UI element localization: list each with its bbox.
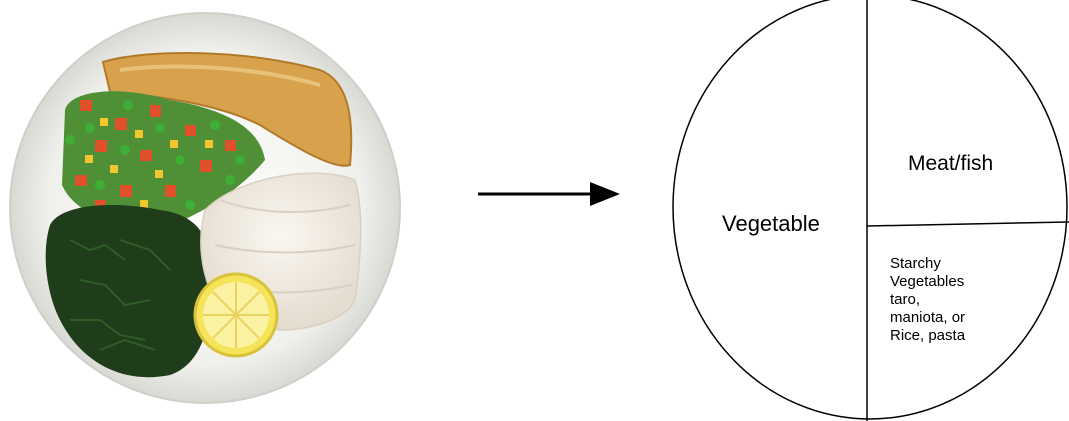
spinach-greens — [46, 205, 213, 377]
starch-line: Rice, pasta — [890, 327, 1020, 345]
starch-line: Vegetables — [890, 273, 1020, 291]
starch-line: taro, — [890, 291, 1020, 309]
meat-fish-label: Meat/fish — [908, 152, 993, 176]
plate-outline — [673, 0, 1067, 419]
lemon-slice — [195, 274, 277, 356]
starch-line: Starchy — [890, 255, 1020, 273]
vegetable-label: Vegetable — [722, 211, 820, 237]
starchy-vegetables-label: Starchy Vegetables taro, maniota, or Ric… — [890, 255, 1020, 345]
starch-line: maniota, or — [890, 309, 1020, 327]
plate-photo — [0, 0, 420, 421]
right-arrow-icon — [470, 170, 630, 220]
